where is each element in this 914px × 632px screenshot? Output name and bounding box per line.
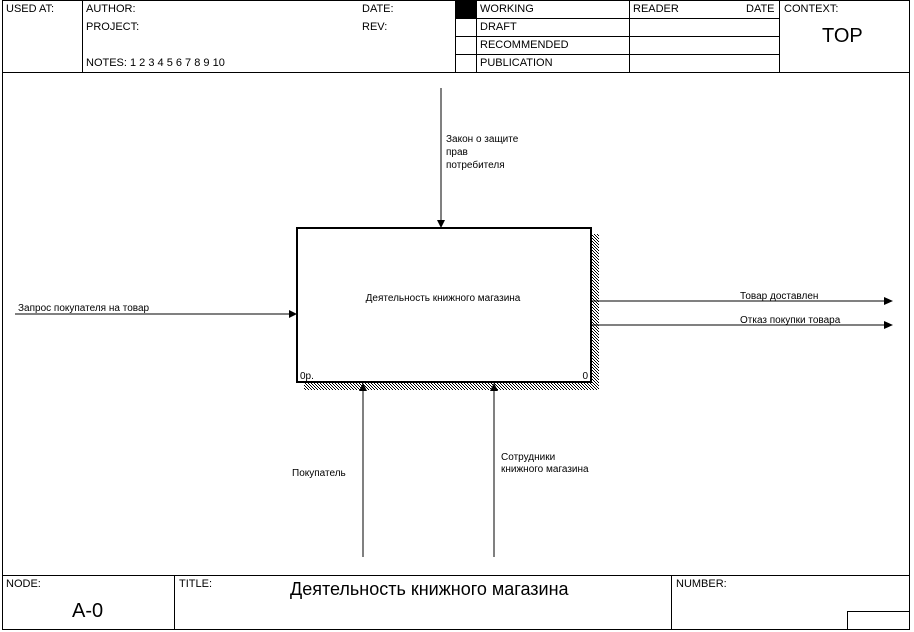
status-row-line: [455, 36, 779, 37]
box-shadow: [304, 382, 599, 390]
activity-box-title: Деятельность книжного магазина: [366, 293, 521, 304]
title-label: TITLE:: [179, 578, 213, 590]
header-bottom-border: [2, 72, 910, 73]
status-row-line: [455, 18, 779, 19]
footer-divider: [174, 575, 175, 630]
box-shadow: [591, 234, 599, 390]
output-label-delivered: Товар доставлен: [740, 291, 818, 302]
status-row-line: [455, 54, 779, 55]
notes-label: NOTES: 1 2 3 4 5 6 7 8 9 10: [86, 57, 225, 69]
footer-page-box: [847, 611, 848, 630]
footer-divider: [671, 575, 672, 630]
used-at-label: USED AT:: [6, 3, 55, 15]
number-label: NUMBER:: [676, 578, 727, 590]
status-recommended: RECOMMENDED: [480, 39, 569, 51]
diagram-title: Деятельность книжного магазина: [290, 579, 569, 599]
date-label: DATE:: [362, 3, 394, 15]
node-label: NODE:: [6, 578, 41, 590]
working-status-marker: [456, 1, 476, 18]
rev-label: REV:: [362, 21, 388, 33]
mechanism-label-customer: Покупатель: [292, 468, 346, 479]
context-label: CONTEXT:: [784, 3, 839, 15]
status-working: WORKING: [480, 3, 534, 15]
control-label-line: прав: [446, 147, 468, 158]
status-publication: PUBLICATION: [480, 57, 553, 69]
footer-top-border: [2, 575, 910, 576]
mechanism-label-staff-line: книжного магазина: [501, 464, 589, 475]
output-arrowhead: [884, 321, 893, 329]
header-divider: [82, 0, 83, 72]
input-arrowhead: [289, 310, 297, 318]
control-label-line: Закон о защите: [446, 134, 519, 145]
project-label: PROJECT:: [86, 21, 140, 33]
mechanism-arrowhead: [490, 383, 498, 391]
mechanism-label-staff-line: Сотрудники: [501, 452, 555, 463]
activity-box[interactable]: [296, 227, 592, 383]
output-arrowhead: [884, 297, 893, 305]
activity-box-cost: 0р.: [300, 371, 314, 382]
author-label: AUTHOR:: [86, 3, 136, 15]
output-label-refusal: Отказ покупки товара: [740, 315, 841, 326]
input-label: Запрос покупателя на товар: [18, 303, 150, 314]
control-label-line: потребителя: [446, 159, 505, 171]
context-value: TOP: [822, 25, 863, 47]
header-divider: [779, 0, 780, 72]
status-draft: DRAFT: [480, 21, 517, 33]
reader-date-label: DATE: [746, 3, 775, 15]
footer-page-box: [847, 611, 910, 612]
activity-box-number: 0: [582, 371, 588, 382]
control-arrowhead: [437, 220, 445, 228]
node-value: A-0: [72, 600, 104, 622]
mechanism-arrowhead: [359, 383, 367, 391]
reader-label: READER: [633, 3, 679, 15]
